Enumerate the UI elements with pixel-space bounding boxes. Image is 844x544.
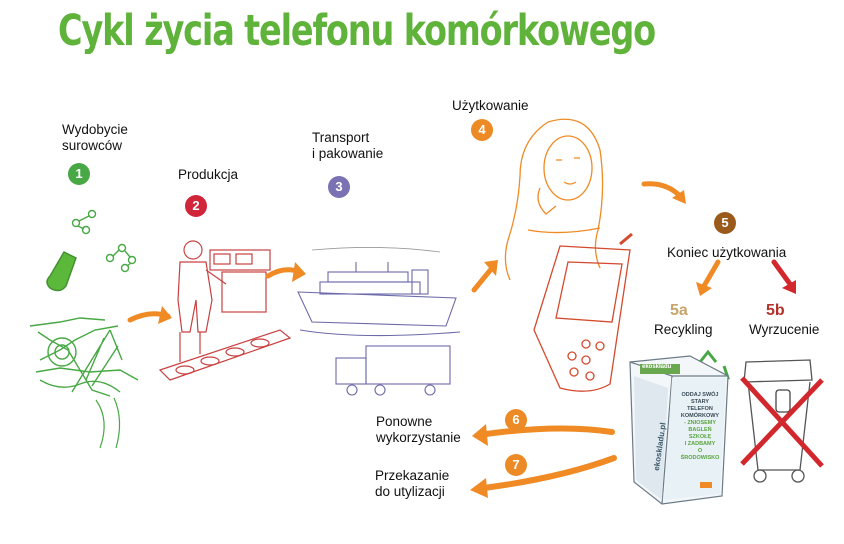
step-6-number: 6 [505,409,527,431]
step-3-number: 3 [328,176,350,198]
step-2-number: 2 [185,195,207,217]
substep-5a-label: Recykling [654,322,713,338]
step-1-label-line1: Wydobycie [62,122,128,137]
step-7-label-line2: do utylizacji [375,484,445,499]
step-6-label-line1: Ponowne [376,414,432,429]
box-text-line: ODDAJ SWÓJ [678,392,722,399]
step-1-label: Wydobycie surowców [62,122,128,154]
step-6-label: Ponowne wykorzystanie [376,414,461,446]
step-2-label: Produkcja [178,167,238,183]
step-7-label-line1: Przekazanie [375,468,449,483]
ship-truck-icon [298,247,460,395]
step-5-number: 5 [714,212,736,234]
step-3-label-line1: Transport [312,130,369,145]
box-brand: ekoskładu [642,364,671,370]
factory-worker-icon [160,241,290,380]
box-text-line: - ZNIOSEMY [678,420,722,427]
box-text-line: BAGLEŃ SZKOŁĘ [678,427,722,441]
box-text-line: KOMÓRKOWY [678,413,722,420]
substep-5a-id: 5a [670,302,688,320]
step-1-number: 1 [68,163,90,185]
step-7-number: 7 [505,454,527,476]
step-7-label: Przekazanie do utylizacji [375,468,449,500]
box-text: ODDAJ SWÓJ STARY TELEFON KOMÓRKOWY - ZNI… [678,392,722,462]
box-text-line: O ŚRODOWISKO [678,448,722,462]
mining-icon [30,211,138,449]
box-text-line: I ZADBAMY [678,441,722,448]
substep-5b-id: 5b [766,302,785,320]
step-4-number: 4 [471,119,493,141]
box-text-line: STARY TELEFON [678,399,722,413]
substep-5b-label: Wyrzucenie [749,322,819,338]
step-3-label-line2: i pakowanie [312,146,383,161]
step-5-label: Koniec użytkowania [667,245,786,261]
step-1-label-line2: surowców [62,138,122,153]
step-6-label-line2: wykorzystanie [376,430,461,445]
woman-phone-icon [505,119,632,391]
crossed-bin-icon [742,360,822,482]
step-3-label: Transport i pakowanie [312,130,383,162]
step-4-label: Użytkowanie [452,98,529,114]
